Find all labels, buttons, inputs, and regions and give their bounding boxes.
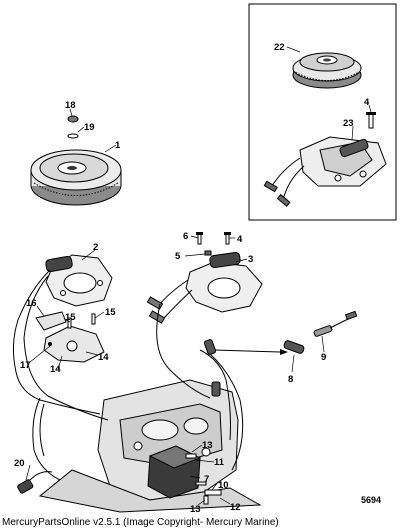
callout-2: 2 [93, 242, 98, 253]
inset-flywheel-drawing [292, 52, 362, 89]
callout-18: 18 [65, 100, 76, 111]
callout-13-bottom: 13 [190, 504, 201, 515]
ignition-coil-drawing [147, 445, 222, 505]
spark-plug-lead-drawing [213, 310, 358, 355]
callout-7: 7 [204, 474, 209, 485]
copyright-footer: MercuryPartsOnline v2.5.1 (Image Copyrig… [2, 517, 279, 528]
callout-10: 10 [218, 480, 229, 491]
sensor-drawing [17, 471, 53, 494]
flywheel-drawing [30, 115, 122, 206]
inset-stator-drawing [263, 112, 387, 207]
callout-17: 17 [20, 360, 31, 371]
callout-4: 4 [237, 234, 243, 245]
callout-3: 3 [248, 254, 253, 265]
callout-labels: 22 4 23 18 19 1 2 6 4 5 3 16 15 15 14 17… [14, 42, 381, 515]
inset-panel [248, 3, 397, 221]
callout-14-right: 14 [98, 352, 109, 363]
callout-20: 20 [14, 458, 25, 469]
callout-4-inset: 4 [364, 97, 370, 108]
callout-6: 6 [183, 231, 188, 242]
callout-13-top: 13 [202, 440, 213, 451]
callout-5: 5 [175, 251, 181, 262]
callout-23: 23 [343, 118, 354, 129]
engine-block-drawing [15, 303, 262, 513]
leader-lines [25, 46, 372, 506]
callout-15-right: 15 [105, 307, 116, 318]
callout-16: 16 [26, 298, 37, 309]
callout-9: 9 [321, 352, 326, 363]
callout-15-left: 15 [65, 312, 76, 323]
callout-12: 12 [230, 502, 241, 513]
callout-19: 19 [84, 122, 95, 133]
callout-22: 22 [274, 42, 285, 53]
callout-11: 11 [214, 457, 225, 468]
trigger-assembly-drawing [146, 232, 263, 324]
callout-1: 1 [115, 140, 121, 151]
callout-8: 8 [288, 374, 293, 385]
figure-id: 5694 [361, 495, 381, 505]
trigger-plate-drawing [12, 254, 113, 373]
callout-14-left: 14 [50, 364, 61, 375]
